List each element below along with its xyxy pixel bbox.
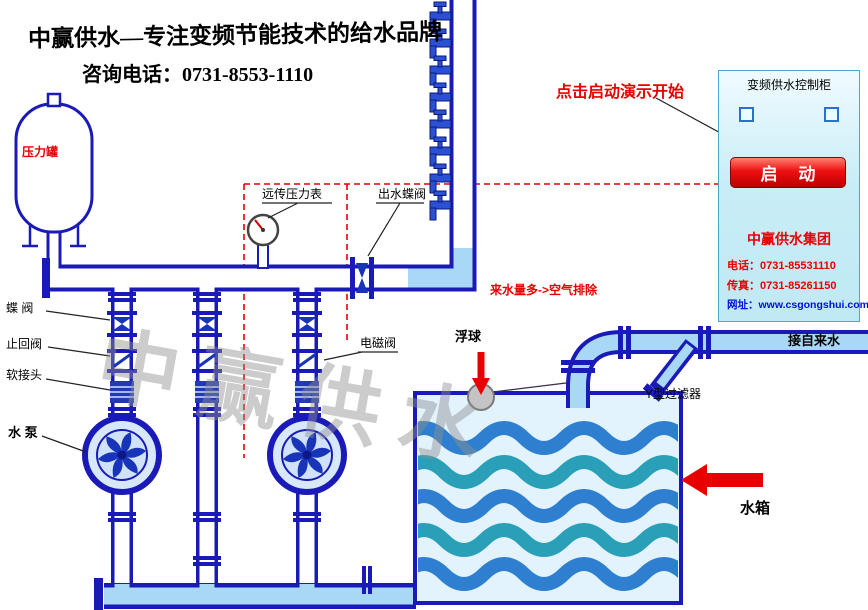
panel-website: 网址：www.csgongshui.com xyxy=(727,299,868,311)
label-soft-joint: 软接头 xyxy=(6,368,43,382)
red-arrows xyxy=(472,352,763,496)
label-butterfly-valve: 蝶 阀 xyxy=(6,301,34,315)
faucet-icon xyxy=(429,55,452,86)
faucet-icon xyxy=(429,190,452,221)
panel-fax: 传真：0731-85261150 xyxy=(727,280,837,292)
brand-slogan: 中赢供水—专注变频节能技术的给水品牌 xyxy=(27,19,443,52)
control-wiring-dashed xyxy=(243,183,718,458)
demo-start-hint: 点击启动演示开始 xyxy=(556,84,685,101)
label-y-filter: Y型过滤器 xyxy=(645,387,702,401)
label-tap-water-inlet: 接自来水 xyxy=(788,333,841,348)
label-outlet-butterfly-valve: 出水蝶阀 xyxy=(378,187,427,201)
inlet-pipe xyxy=(561,326,868,408)
label-pressure-tank: 压力罐 xyxy=(22,145,59,159)
faucet-icon xyxy=(429,109,452,140)
indicator-lamp-1 xyxy=(739,107,754,122)
control-panel: 变频供水控制柜 启 动 中赢供水集团 电话：0731-85531110 传真：0… xyxy=(718,70,868,322)
faucet-icon xyxy=(429,82,452,113)
indicator-lamp-2 xyxy=(824,107,839,122)
faucet-icon xyxy=(429,136,452,167)
company-name: 中赢供水集团 xyxy=(747,231,831,247)
label-water-pump: 水 泵 xyxy=(8,425,38,440)
label-float-ball: 浮球 xyxy=(455,329,482,344)
label-air-exhaust-note: 来水量多->空气排除 xyxy=(490,283,598,297)
label-solenoid-valve: 电磁阀 xyxy=(360,336,397,350)
float-ball xyxy=(467,382,567,411)
faucet-icon xyxy=(429,163,452,194)
pipes xyxy=(42,0,477,610)
control-panel-title: 变频供水控制柜 xyxy=(746,78,831,92)
consult-phone: 咨询电话：0731-8553-1110 xyxy=(82,64,314,86)
outlet-butterfly-valve xyxy=(350,257,374,299)
y-filter xyxy=(642,339,699,402)
label-check-valve: 止回阀 xyxy=(6,337,43,351)
pressure-tank xyxy=(14,92,94,248)
label-water-tank: 水箱 xyxy=(740,500,771,517)
start-button[interactable]: 启 动 xyxy=(730,157,846,188)
panel-tel: 电话：0731-85531110 xyxy=(727,260,836,272)
water-tank xyxy=(413,391,683,605)
pump-2 xyxy=(270,418,344,492)
leader-lines xyxy=(41,97,727,453)
pressure-gauge xyxy=(246,213,280,269)
pump-1 xyxy=(85,418,159,492)
label-remote-pressure-gauge: 远传压力表 xyxy=(262,187,323,201)
